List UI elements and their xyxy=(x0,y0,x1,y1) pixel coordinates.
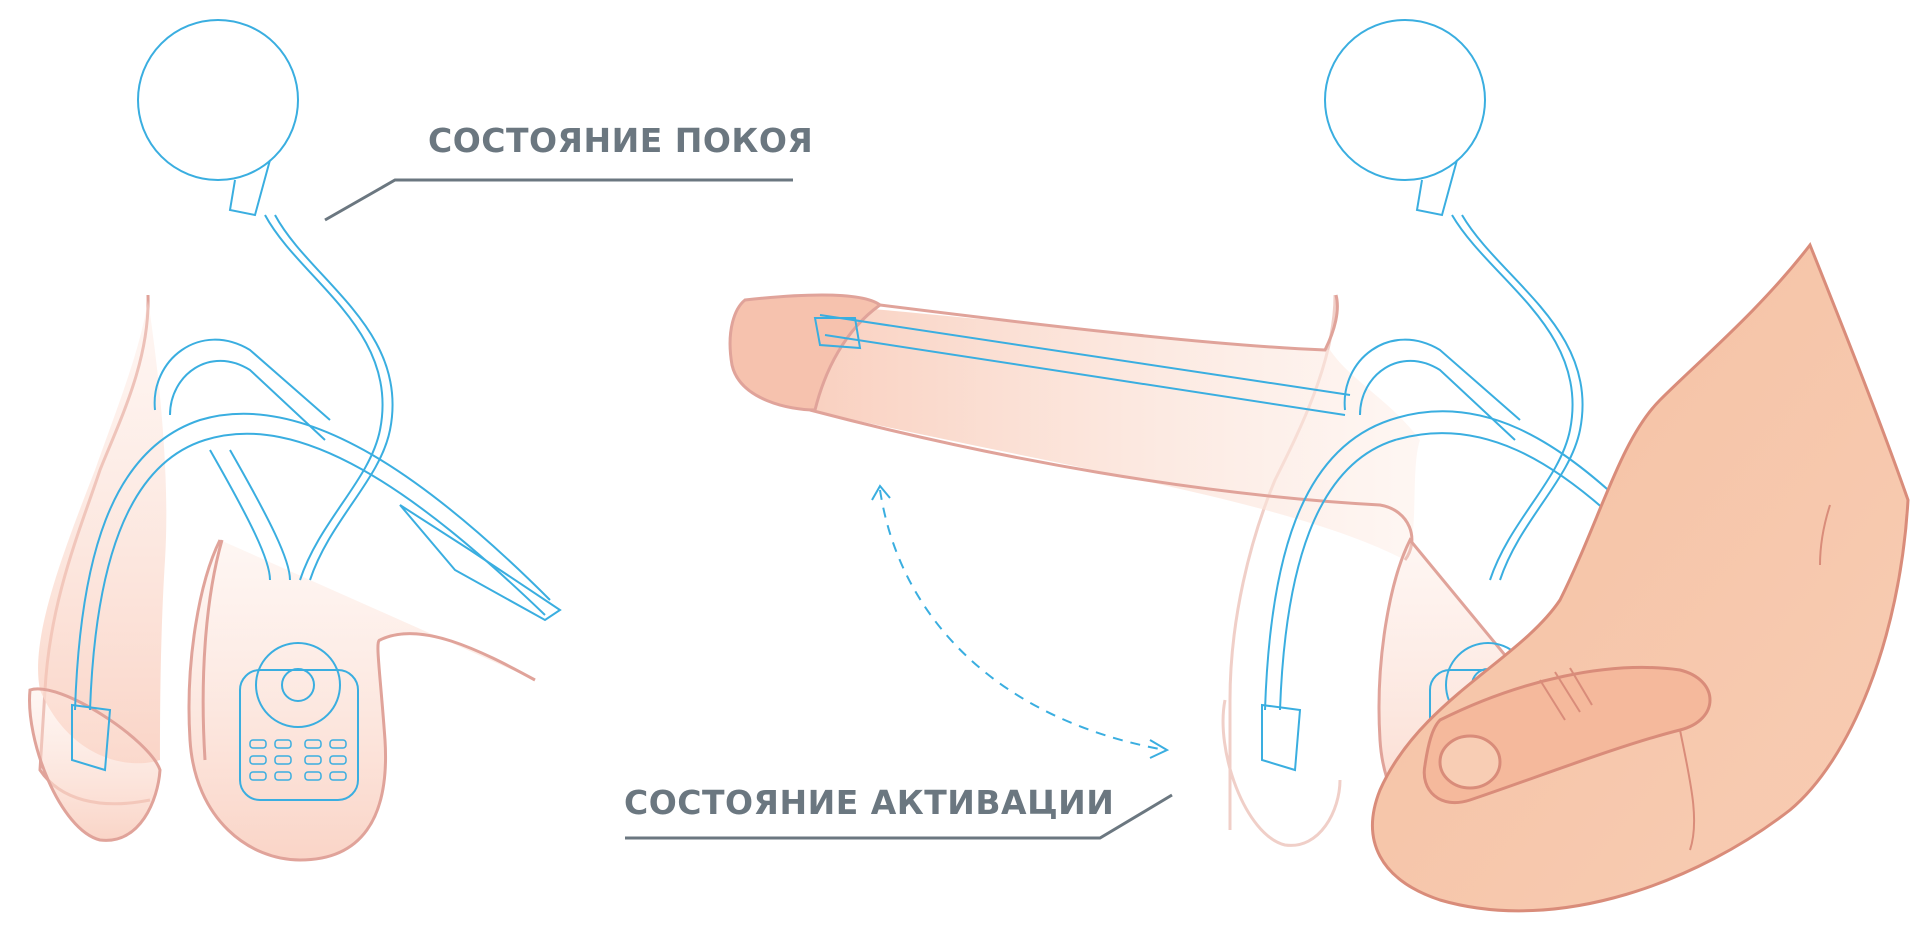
rest-reservoir-tube xyxy=(265,215,383,580)
hand-figure xyxy=(1373,245,1909,911)
rest-state-label: СОСТОЯНИЕ ПОКОЯ xyxy=(428,124,813,157)
rest-reservoir xyxy=(138,20,298,180)
active-state-figure xyxy=(625,20,1908,911)
rest-leader-line xyxy=(325,180,793,220)
active-reservoir xyxy=(1325,20,1485,180)
active-state-label: СОСТОЯНИЕ АКТИВАЦИИ xyxy=(624,786,1114,819)
dashed-curved-double-arrow-icon xyxy=(872,486,1167,758)
